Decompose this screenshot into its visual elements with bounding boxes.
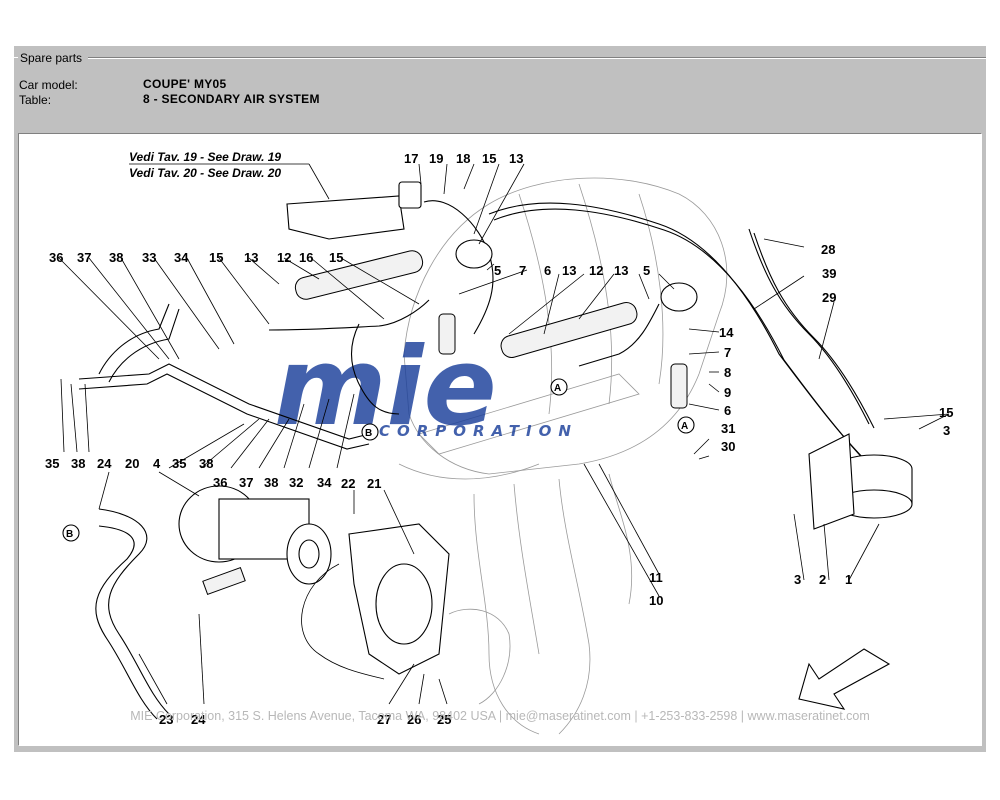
parts-diagram-canvas[interactable]: mie CORPORATION Vedi Tav. 19 - See Draw.… <box>18 133 982 746</box>
car-model-label: Car model: <box>19 78 78 92</box>
car-model-value: COUPE' MY05 <box>143 77 227 91</box>
callout-15: 15 <box>209 250 223 265</box>
callout-31: 31 <box>721 421 735 436</box>
group-box-line <box>88 57 986 59</box>
callout-13: 13 <box>509 151 523 166</box>
callout-7: 7 <box>724 345 731 360</box>
callout-25: 25 <box>437 712 451 727</box>
callout-30: 30 <box>721 439 735 454</box>
callout-13: 13 <box>614 263 628 278</box>
callout-3: 3 <box>943 423 950 438</box>
callout-17: 17 <box>404 151 418 166</box>
exploded-view-diagram: mie CORPORATION Vedi Tav. 19 - See Draw.… <box>45 150 953 735</box>
callout-2: 2 <box>819 572 826 587</box>
watermark-mie: mie <box>274 325 497 450</box>
callout-37: 37 <box>77 250 91 265</box>
ref-marker-b: B <box>361 423 379 441</box>
callout-3: 3 <box>794 572 801 587</box>
air-pump-part <box>178 485 332 596</box>
callout-38: 38 <box>264 475 278 490</box>
footer-contact: MIE Corporation, 315 S. Helens Avenue, T… <box>130 709 870 723</box>
callout-4: 4 <box>153 456 161 471</box>
group-box-line <box>14 57 19 58</box>
callout-12: 12 <box>589 263 603 278</box>
callout-15: 15 <box>482 151 496 166</box>
bracket-part <box>286 195 405 240</box>
corrugated-tube-part <box>670 363 688 409</box>
callout-7: 7 <box>519 263 526 278</box>
callout-38: 38 <box>199 456 213 471</box>
callout-15: 15 <box>939 405 953 420</box>
callout-1: 1 <box>845 572 852 587</box>
callout-15: 15 <box>329 250 343 265</box>
callout-38: 38 <box>71 456 85 471</box>
engine-outline <box>398 177 728 735</box>
callout-20: 20 <box>125 456 139 471</box>
ref-marker-a: A <box>677 416 695 434</box>
callout-8: 8 <box>724 365 731 380</box>
callout-36: 36 <box>49 250 63 265</box>
see-drawing-20: Vedi Tav. 20 - See Draw. 20 <box>129 166 281 180</box>
callout-38: 38 <box>109 250 123 265</box>
direction-arrow <box>798 648 891 710</box>
callout-5: 5 <box>494 263 501 278</box>
callout-9: 9 <box>724 385 731 400</box>
callout-5: 5 <box>643 263 650 278</box>
callout-32: 32 <box>289 475 303 490</box>
callout-6: 6 <box>724 403 731 418</box>
table-value: 8 - SECONDARY AIR SYSTEM <box>143 92 320 106</box>
callout-22: 22 <box>341 476 355 491</box>
callout-35: 35 <box>45 456 59 471</box>
pipe-part <box>294 250 424 300</box>
callout-39: 39 <box>822 266 836 281</box>
watermark-logo: mie CORPORATION <box>274 325 578 450</box>
check-valve-part <box>660 282 698 312</box>
callout-12: 12 <box>277 250 291 265</box>
vacuum-tank-part <box>808 433 913 530</box>
callout-34: 34 <box>174 250 189 265</box>
callout-18: 18 <box>456 151 470 166</box>
callout-labels: 1 2 3 3 4 5 5 6 6 7 7 8 9 10 11 12 12 13… <box>45 151 953 727</box>
see-drawing-19: Vedi Tav. 19 - See Draw. 19 <box>129 150 281 164</box>
callout-13: 13 <box>244 250 258 265</box>
callout-34: 34 <box>317 475 332 490</box>
corrugated-tube-part <box>438 313 456 355</box>
svg-text:A: A <box>554 383 561 394</box>
leader-lines <box>58 163 950 705</box>
callout-24: 24 <box>97 456 112 471</box>
callout-24: 24 <box>191 712 206 727</box>
ref-marker-a: A <box>550 378 568 396</box>
watermark-corporation: CORPORATION <box>379 422 578 440</box>
callout-13: 13 <box>562 263 576 278</box>
callout-11: 11 <box>649 570 663 585</box>
callout-26: 26 <box>407 712 421 727</box>
group-box-title: Spare parts <box>18 51 85 65</box>
callout-10: 10 <box>649 593 663 608</box>
svg-text:B: B <box>365 428 372 439</box>
callout-33: 33 <box>142 250 156 265</box>
svg-text:A: A <box>681 421 688 432</box>
svg-text:B: B <box>66 529 73 540</box>
callout-37: 37 <box>239 475 253 490</box>
callout-35: 35 <box>172 456 186 471</box>
callout-27: 27 <box>377 712 391 727</box>
callout-28: 28 <box>821 242 835 257</box>
check-valve-part <box>455 239 493 269</box>
callout-29: 29 <box>822 290 836 305</box>
callout-19: 19 <box>429 151 443 166</box>
callout-14: 14 <box>719 325 734 340</box>
callout-23: 23 <box>159 712 173 727</box>
bracket-hole <box>375 563 433 645</box>
solenoid-valve-part <box>398 181 422 209</box>
callout-36: 36 <box>213 475 227 490</box>
pipe-part <box>500 302 638 358</box>
table-label: Table: <box>19 93 52 107</box>
spare-parts-panel: Spare parts Car model: COUPE' MY05 Table… <box>14 46 986 752</box>
ref-marker-b: B <box>62 524 80 542</box>
callout-16: 16 <box>299 250 313 265</box>
callout-6: 6 <box>544 263 551 278</box>
callout-21: 21 <box>367 476 381 491</box>
